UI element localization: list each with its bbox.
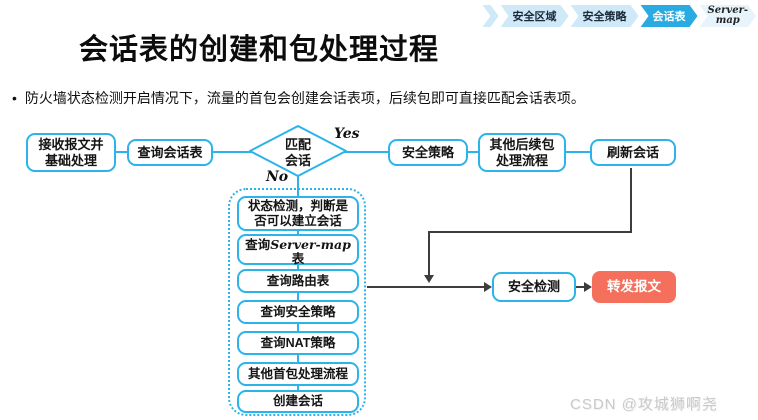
node-refresh-session[interactable]: 刷新会话	[590, 139, 676, 166]
yes-label: Yes	[334, 126, 360, 142]
breadcrumb-item-security-zone[interactable]: 安全区域	[501, 5, 569, 27]
no-label: No	[266, 169, 289, 185]
breadcrumb-item-security-policy[interactable]: 安全策略	[571, 5, 639, 27]
query-server-map-prefix: 查询	[245, 238, 271, 252]
node-subsequent-packet-process[interactable]: 其他后续包处理流程	[478, 133, 566, 172]
node-query-session-table[interactable]: 查询会话表	[127, 139, 213, 166]
node-query-server-map[interactable]: 查询Server-map表	[237, 234, 359, 266]
node-forward-packet[interactable]: 转发报文	[592, 271, 676, 303]
breadcrumb-tail-decoration	[483, 5, 499, 27]
breadcrumb-server-map-line1: Server-	[707, 5, 748, 16]
breadcrumb: 安全区域 安全策略 会话表 Server- map	[483, 5, 756, 27]
node-security-check[interactable]: 安全检测	[492, 272, 576, 302]
bullet-text: 防火墙状态检测开启情况下，流量的首包会创建会话表项，后续包即可直接匹配会话表项。	[24, 90, 585, 106]
csdn-watermark: CSDN @攻城狮啊尧	[570, 396, 718, 413]
node-create-session[interactable]: 创建会话	[237, 390, 359, 413]
node-other-first-packet-process[interactable]: 其他首包处理流程	[237, 362, 359, 386]
bullet-line: • 防火墙状态检测开启情况下，流量的首包会创建会话表项，后续包即可直接匹配会话表项…	[12, 88, 748, 108]
query-server-map-suffix: 表	[291, 252, 305, 266]
node-security-policy[interactable]: 安全策略	[388, 139, 468, 166]
node-receive-packet[interactable]: 接收报文并基础处理	[26, 133, 116, 172]
breadcrumb-item-server-map[interactable]: Server- map	[700, 5, 756, 27]
node-query-route-table[interactable]: 查询路由表	[237, 269, 359, 293]
breadcrumb-server-map-line2: map	[715, 15, 740, 26]
node-query-security-policy[interactable]: 查询安全策略	[237, 300, 359, 324]
query-server-map-term: Server-map	[270, 237, 351, 252]
node-query-nat-policy[interactable]: 查询NAT策略	[237, 331, 359, 355]
bullet-marker: •	[12, 90, 17, 106]
breadcrumb-item-session-table-active[interactable]: 会话表	[641, 5, 698, 27]
page-title: 会话表的创建和包处理过程	[79, 34, 440, 66]
node-state-check[interactable]: 状态检测，判断是否可以建立会话	[237, 196, 359, 231]
node-match-session-decision[interactable]: 匹配会话	[284, 137, 311, 168]
